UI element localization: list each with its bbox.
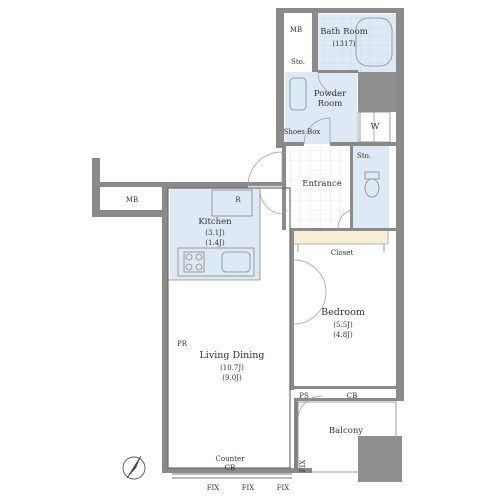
label-kitchen-size1: (3.1J) <box>205 229 225 237</box>
label-mb-top: MB <box>290 26 302 34</box>
label-living: Living Dining <box>200 350 265 361</box>
wall <box>92 158 100 216</box>
burner <box>185 263 193 271</box>
label-kitchen: Kitchen <box>198 217 232 227</box>
label-entrance: Entrance <box>302 179 342 189</box>
wall <box>396 8 404 400</box>
label-fridge: R <box>235 196 241 204</box>
toilet-area <box>353 146 389 228</box>
wall <box>164 182 248 188</box>
wall <box>276 8 316 13</box>
shaft-block <box>358 436 402 482</box>
kitchen-area <box>170 188 260 280</box>
toilet-tank <box>364 171 380 180</box>
label-closet: Closet <box>331 249 354 257</box>
label-pr: PR <box>177 340 188 348</box>
door-swing <box>303 117 331 145</box>
wall <box>276 8 284 148</box>
label-mb-left: MB <box>126 196 138 204</box>
door-swing <box>247 151 283 187</box>
wall <box>318 70 358 73</box>
label-living-size1: (10.7J) <box>220 364 244 372</box>
door-swing <box>297 395 323 421</box>
fridge-outline <box>211 189 253 217</box>
wall <box>100 182 164 187</box>
counter-top <box>177 247 255 277</box>
burner <box>195 253 203 261</box>
label-ps: PS <box>299 392 309 400</box>
label-fix-bottom-3: FIX <box>277 484 290 492</box>
bathtub <box>355 17 393 67</box>
label-fix-side: FIX <box>299 460 307 473</box>
entrance-tiles <box>286 146 352 228</box>
label-sto-entrance: Sto. <box>357 152 371 160</box>
label-kitchen-size2: (1.4J) <box>205 239 225 247</box>
label-cb-living: CB <box>225 464 236 472</box>
compass-icon <box>122 455 146 480</box>
door-swing <box>337 209 353 229</box>
door-swing <box>293 259 327 325</box>
shaft-block <box>358 72 396 112</box>
washer-box <box>359 111 391 143</box>
label-bedroom: Bedroom <box>321 307 365 318</box>
label-bath: Bath Room <box>320 27 368 37</box>
label-balcony: Balcony <box>329 426 363 436</box>
label-shoes-box: Shoes Box <box>284 128 321 136</box>
label-sto-bath: Sto. <box>291 58 305 66</box>
wall <box>162 182 168 472</box>
label-bath-size: (1317) <box>332 40 356 48</box>
wall <box>162 468 312 473</box>
label-cb-bedroom: CB <box>347 392 358 400</box>
label-washer: W <box>371 122 380 132</box>
wall <box>330 142 396 146</box>
label-fix-bottom-2: FIX <box>242 484 255 492</box>
wall <box>316 8 400 13</box>
washbasin <box>289 77 307 111</box>
label-bedroom-size2: (4.8J) <box>333 331 353 339</box>
wall <box>350 146 353 228</box>
label-bedroom-size1: (5.5J) <box>333 321 353 329</box>
label-living-size2: (9.0J) <box>222 374 242 382</box>
label-fix-bottom-1: FIX <box>207 484 220 492</box>
wall <box>92 210 164 217</box>
wall <box>248 182 282 186</box>
door-swing <box>259 189 285 215</box>
burner <box>195 263 203 271</box>
label-powder-2: Room <box>318 99 343 109</box>
wall <box>294 386 396 389</box>
label-powder-1: Powder <box>314 89 347 99</box>
burner <box>185 253 193 261</box>
living-outline <box>167 187 291 469</box>
stove <box>183 251 205 273</box>
wall <box>312 8 318 72</box>
wall <box>284 142 304 146</box>
wall <box>290 228 294 390</box>
wall <box>290 228 396 231</box>
door-swing <box>317 71 343 97</box>
closet-hanger <box>297 244 385 252</box>
bath-tiles <box>318 14 396 72</box>
closet-area <box>292 229 389 245</box>
wall <box>294 398 404 401</box>
sink <box>221 251 251 273</box>
label-counter: Counter <box>216 455 246 463</box>
